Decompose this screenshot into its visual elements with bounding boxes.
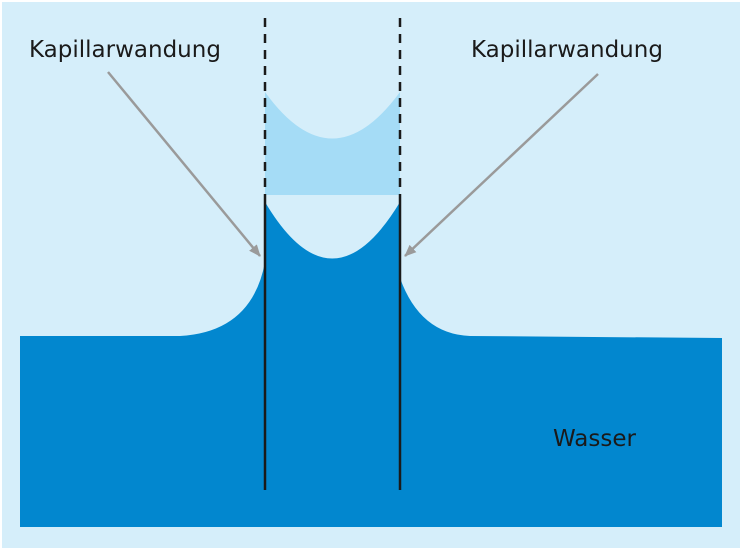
arrow-wall-left [107, 71, 261, 257]
label-water: Wasser [553, 426, 636, 452]
water-body [20, 202, 722, 527]
upper-meniscus [265, 92, 400, 195]
arrow-wall-right [404, 73, 599, 257]
label-wall-left: Kapillarwandung [29, 37, 221, 63]
label-wall-right: Kapillarwandung [471, 37, 663, 63]
